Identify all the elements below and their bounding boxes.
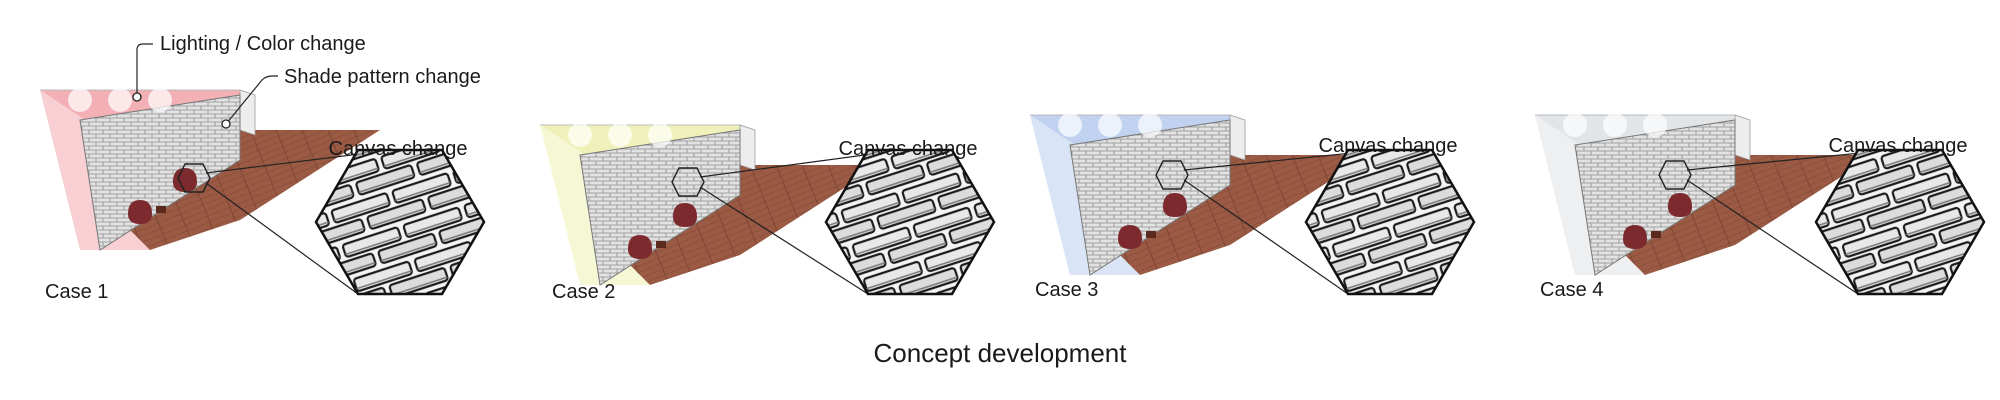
room-render [1535, 113, 1875, 276]
figure-title: Concept development [874, 338, 1128, 368]
zoom-connector [1183, 179, 1349, 295]
side-table-icon [656, 241, 666, 248]
brick-wall [79, 94, 241, 251]
zoom-connector [699, 186, 869, 295]
ceiling-light-icon [568, 123, 592, 147]
hex-highlight [1155, 160, 1189, 190]
brick-wall [579, 129, 741, 286]
ceiling-light-icon [1138, 113, 1162, 137]
hex-highlight [177, 163, 211, 193]
ceiling-light-icon [608, 123, 632, 147]
ceiling-light-icon [108, 88, 132, 112]
beanbag-icon [673, 203, 697, 227]
case-label: Case 4 [1540, 279, 1603, 301]
callout-shade-label: Shade pattern change [284, 66, 481, 88]
hex-highlight [1658, 160, 1692, 190]
hex-highlight [671, 167, 705, 197]
beanbag-icon [1668, 193, 1692, 217]
zoom-hexagon [314, 148, 486, 296]
zoom-connector [205, 182, 359, 295]
side-table-icon [156, 206, 166, 213]
beanbag-icon [173, 168, 197, 192]
room-render [1030, 113, 1370, 276]
ceiling-light-icon [148, 88, 172, 112]
callout-shade: Shade pattern change [221, 66, 481, 129]
side-table-icon [1651, 231, 1661, 238]
beanbag-icon [1163, 193, 1187, 217]
brick-wall [1574, 119, 1736, 276]
ceiling-light-icon [1058, 113, 1082, 137]
side-table-icon [1146, 231, 1156, 238]
callout-lighting: Lighting / Color change [132, 33, 366, 102]
callout-lighting-label: Lighting / Color change [160, 33, 366, 55]
ceiling-light-icon [1643, 113, 1667, 137]
zoom-hexagon [824, 148, 996, 296]
end-wall [1734, 114, 1751, 161]
ceiling-light-icon [1098, 113, 1122, 137]
end-wall [1229, 114, 1246, 161]
zoom-hexagon [1814, 148, 1986, 296]
zoom-label: Canvas change [1319, 135, 1458, 157]
beanbag-icon [1623, 225, 1647, 249]
ceiling-light-icon [1563, 113, 1587, 137]
zoom-connector [1686, 179, 1859, 295]
zoom-label: Canvas change [1829, 135, 1968, 157]
ceiling-light-icon [648, 123, 672, 147]
case-label: Case 3 [1035, 279, 1098, 301]
ceiling-light-icon [1603, 113, 1627, 137]
zoom-hexagon [1304, 148, 1476, 296]
beanbag-icon [128, 200, 152, 224]
ceiling-light-icon [68, 88, 92, 112]
end-wall [739, 124, 756, 171]
case-label: Case 1 [45, 281, 108, 303]
beanbag-icon [628, 235, 652, 259]
case-label: Case 2 [552, 281, 615, 303]
brick-wall [1069, 119, 1231, 276]
zoom-label: Canvas change [839, 138, 978, 160]
beanbag-icon [1118, 225, 1142, 249]
zoom-label: Canvas change [329, 138, 468, 160]
room-render [540, 123, 880, 286]
end-wall [239, 89, 256, 136]
